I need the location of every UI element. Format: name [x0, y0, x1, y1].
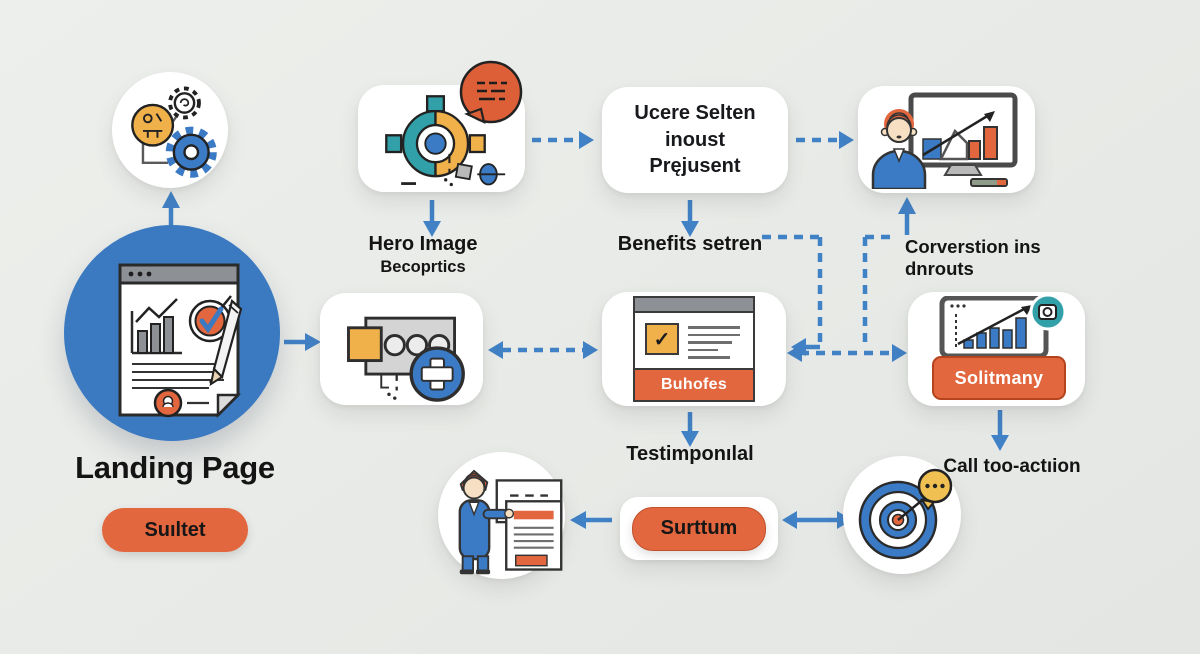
benefits-box-line1: Ucere Selten: [634, 102, 756, 125]
landing-page-title: Landing Page: [75, 450, 275, 485]
solitmany-button: Solitmany: [932, 356, 1066, 400]
arrow-form-buhofes-double: [488, 341, 598, 359]
conversion-label: Corverstion ins dnrouts: [905, 236, 1041, 279]
buhofes-node: ✓ Buhofes: [602, 292, 786, 406]
call-to-action-label: Call too-actıion: [943, 456, 1081, 477]
surttum-button: Surttum: [632, 506, 766, 551]
arrow-up-to-conversion: [898, 197, 916, 235]
arrow-benefits-to-conversion: [796, 131, 854, 149]
arrow-benefitsbox-down: [681, 200, 699, 237]
conversion-node: [858, 86, 1035, 193]
solitmany-node: Solitmany: [908, 292, 1085, 406]
benefits-text-node: Ucere Selten inoust Pręjusent: [602, 87, 788, 193]
testimonial-label: Testimponılal: [626, 443, 754, 465]
arrow-hero-to-benefits: [532, 131, 594, 149]
checklist-icon: ✓ Buhofes: [633, 296, 755, 402]
hero-image-sublabel: Becoprtics: [380, 258, 466, 276]
arrow-landing-to-form: [284, 333, 321, 351]
testimonial-presenter-node: [438, 452, 565, 579]
speech-bubble-icon: [459, 60, 523, 124]
dashed-connector-heads: [787, 338, 907, 362]
benefits-box-line2: inoust: [664, 128, 725, 151]
target-icon: [858, 468, 953, 560]
arrow-herobox-down: [423, 200, 441, 237]
arrow-solitmany-down: [991, 410, 1009, 451]
arrow-surttum-to-presenter: [570, 511, 612, 529]
arrow-surttum-target-double: [782, 511, 852, 529]
buhofes-banner: Buhofes: [635, 367, 753, 400]
landing-cta-button: Suıltet: [102, 508, 248, 552]
arrow-buhofes-down: [681, 412, 699, 447]
gears-node: [112, 72, 228, 188]
hero-image-label: Hero Image: [368, 233, 478, 255]
checklist-text-lines: [688, 323, 740, 359]
gears-icon: [131, 86, 217, 178]
growth-chart-monitor-icon: [939, 296, 1067, 372]
benefits-label: Benefits setren: [617, 233, 763, 255]
checkbox-check-icon: ✓: [645, 323, 679, 356]
checklist-window-bar: [635, 298, 753, 314]
surttum-node: Surttum: [620, 497, 778, 560]
landing-document-icon: [118, 263, 243, 419]
person-analytics-icon: [871, 92, 1017, 189]
landing-page-node: [64, 225, 280, 441]
form-node: [320, 293, 483, 405]
call-to-action-target-node: [843, 456, 961, 574]
form-plus-icon: [346, 316, 465, 402]
person-presenting-icon: [458, 469, 563, 575]
gear-target-icon: [384, 94, 505, 186]
benefits-box-line3: Pręjusent: [649, 155, 741, 178]
